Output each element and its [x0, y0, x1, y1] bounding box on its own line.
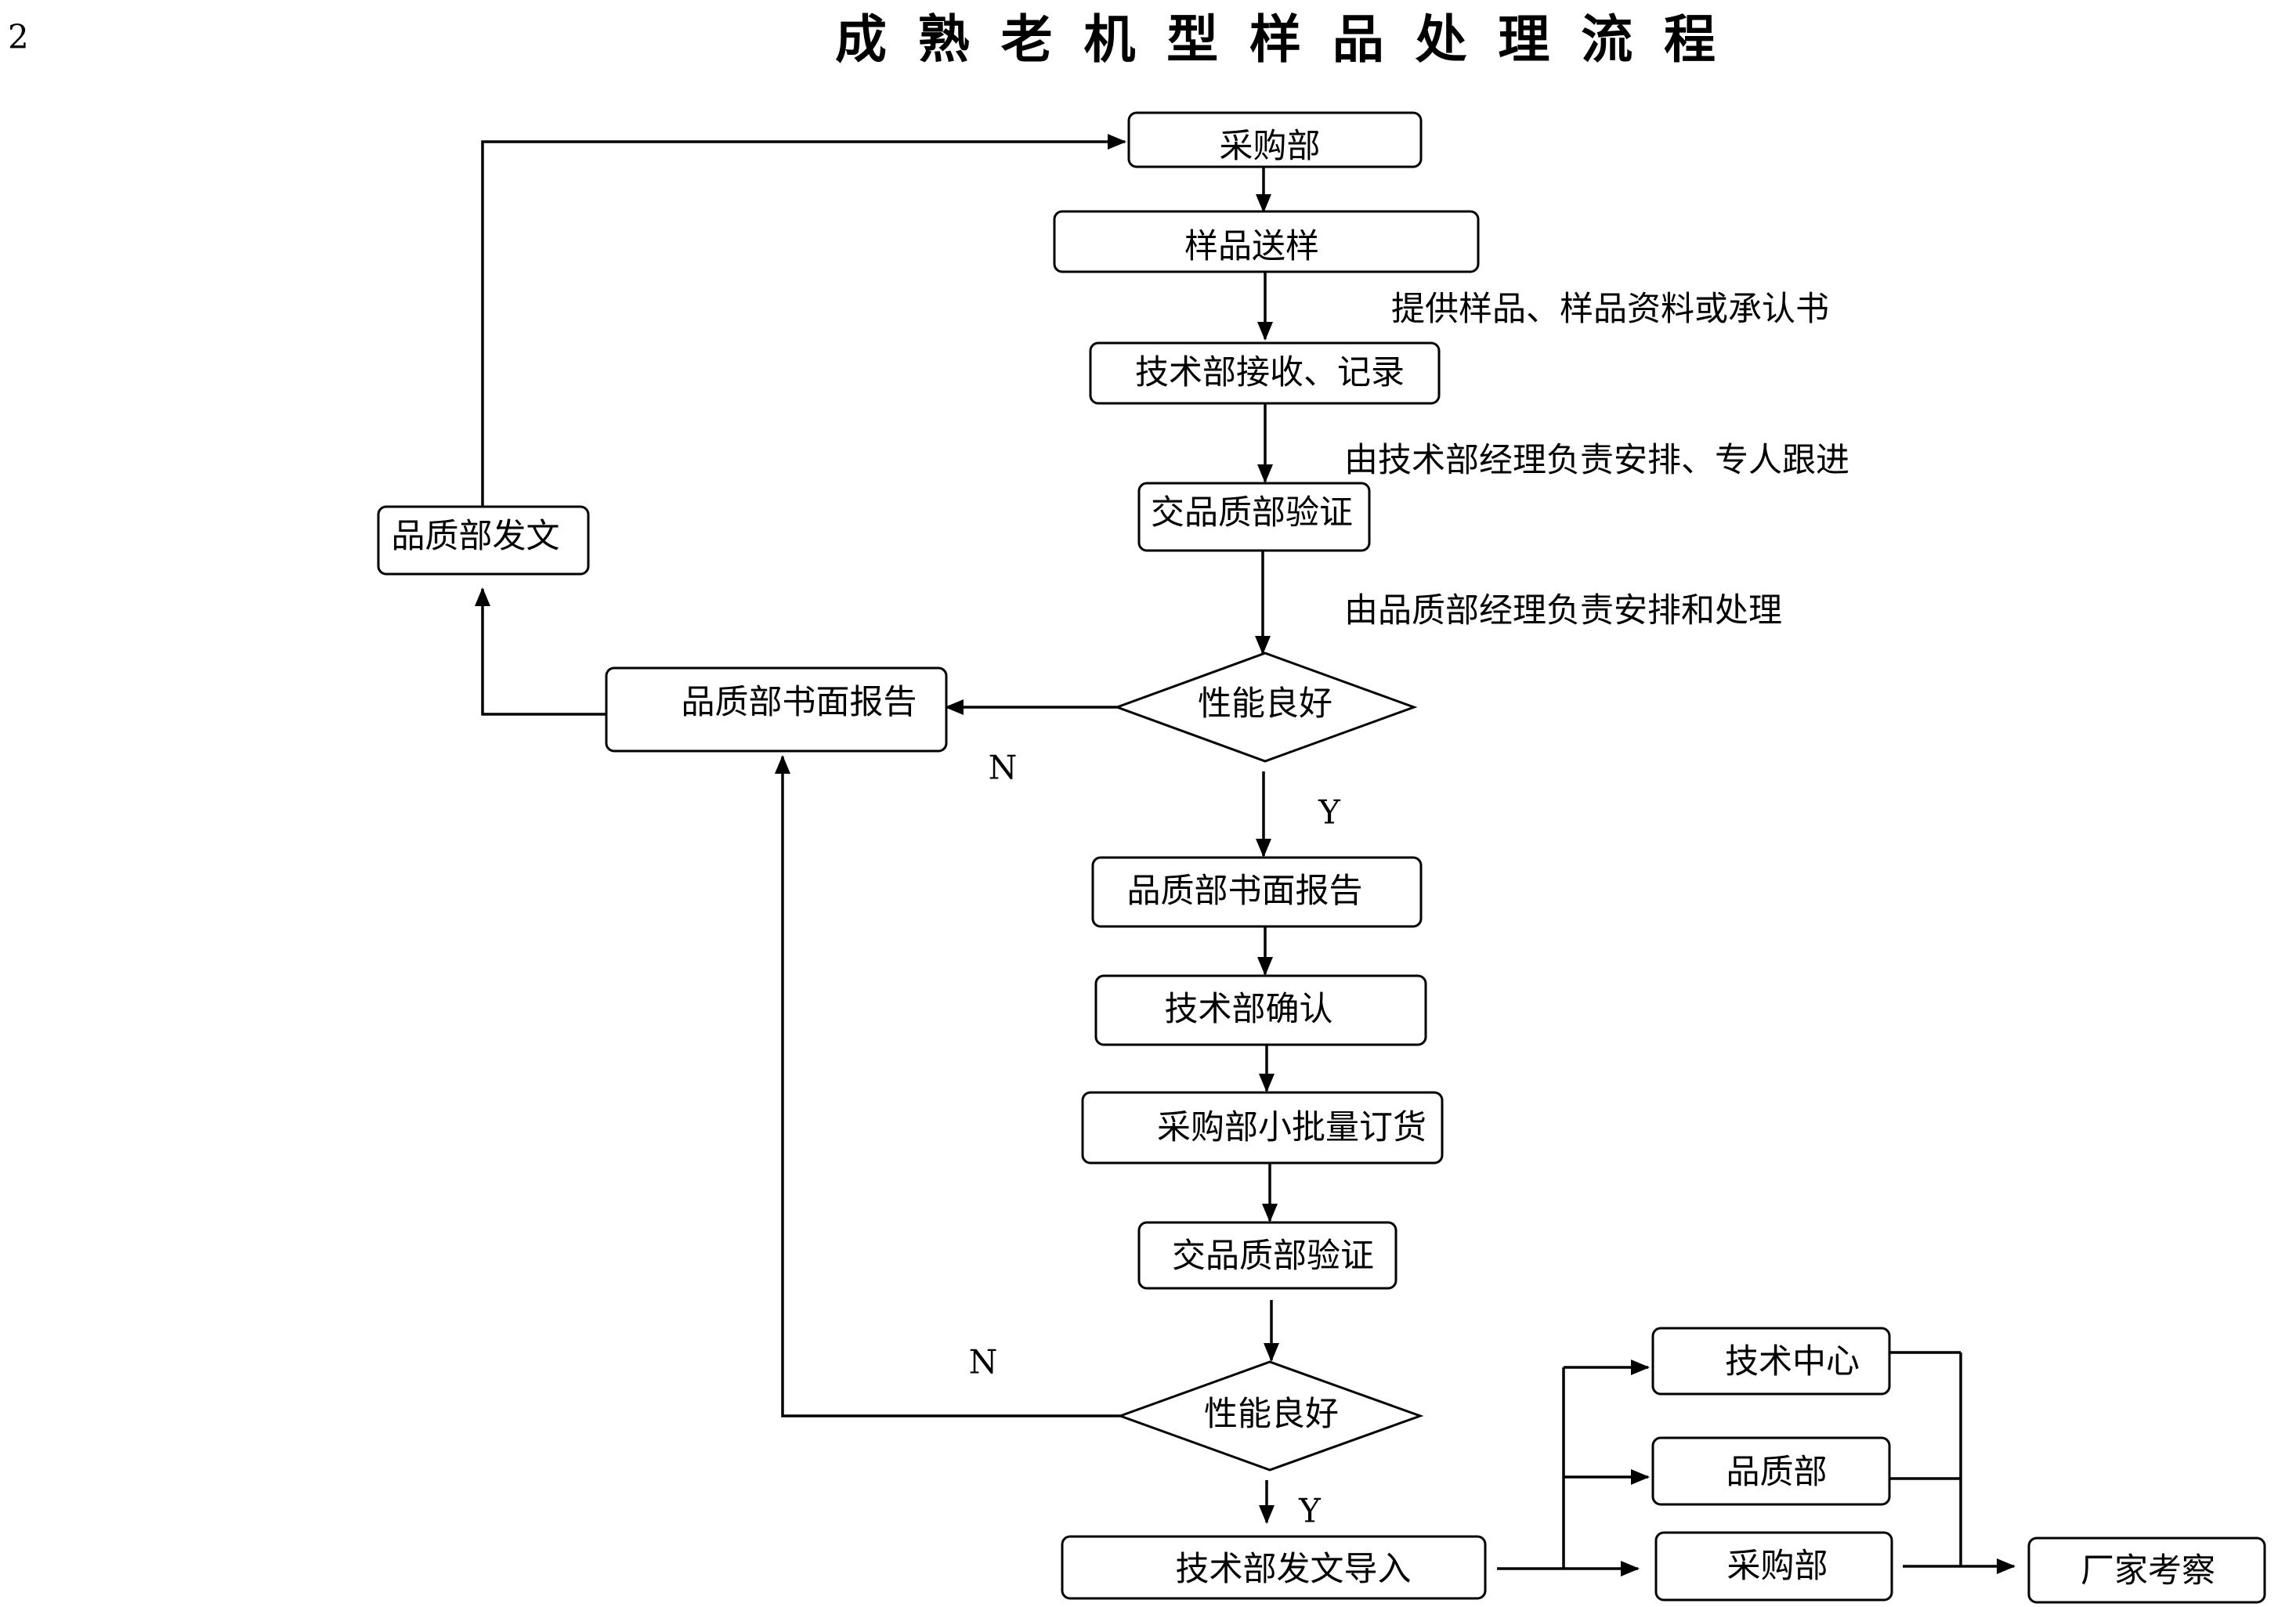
branch-label-check1-yes: Y — [1318, 793, 1341, 832]
node-label: 技术部接收、记录 — [1135, 353, 1405, 392]
node-box — [605, 666, 948, 753]
node-qa-verify-1: 交品质部验证 — [1137, 482, 1371, 552]
node-box — [2027, 1537, 2266, 1604]
decision-label: 性能良好 — [1198, 684, 1332, 724]
node-purchasing-small-batch: 采购部小批量订货 — [1081, 1091, 1444, 1165]
edge-qa-issue-to-purchasing — [481, 134, 1126, 507]
node-label: 技术部确认 — [1165, 990, 1333, 1029]
node-qa-written-report-center: 品质部书面报告 — [1091, 856, 1423, 928]
node-box — [1081, 1091, 1444, 1165]
edge-check2-no-to-report-left — [775, 755, 1120, 1417]
branch-label-check2-yes: Y — [1298, 1492, 1322, 1530]
node-qa-dept: 品质部 — [1651, 1436, 1891, 1506]
node-box — [1094, 974, 1427, 1046]
node-label: 交品质部验证 — [1151, 493, 1353, 533]
annotation-qa-manager-arrange: 由品质部经理负责安排和处理 — [1344, 591, 1782, 630]
node-label: 品质部书面报告 — [1127, 872, 1363, 911]
node-label: 技术部发文导入 — [1176, 1550, 1412, 1589]
annotation-provide-samples: 提供样品、样品资料或承认书 — [1391, 290, 1829, 329]
node-label: 品质部 — [1727, 1453, 1828, 1492]
decision-performance-check-2: 性能良好 — [1116, 1360, 1424, 1472]
node-tech-confirm: 技术部确认 — [1094, 974, 1427, 1046]
node-label: 厂家考察 — [2081, 1551, 2215, 1591]
node-box — [1127, 111, 1423, 168]
node-label: 采购部 — [1727, 1547, 1828, 1586]
node-box — [1091, 856, 1423, 928]
decision-diamond — [1116, 1360, 1424, 1472]
node-sample-delivery: 样品送样 — [1053, 210, 1480, 273]
node-label: 交品质部验证 — [1172, 1237, 1374, 1276]
page-title: 成 熟 老 机 型 样 品 处 理 流 程 — [835, 9, 1716, 70]
node-box — [1654, 1531, 1893, 1602]
node-tech-issue-import: 技术部发文导入 — [1061, 1535, 1487, 1600]
node-purchasing-right: 采购部 — [1654, 1531, 1893, 1602]
node-purchasing-top: 采购部 — [1127, 111, 1423, 168]
node-label: 技术中心 — [1725, 1342, 1860, 1381]
node-qa-verify-2: 交品质部验证 — [1137, 1221, 1397, 1290]
node-label: 品质部发文 — [392, 517, 560, 556]
node-box — [1053, 210, 1480, 273]
node-box — [1061, 1535, 1487, 1600]
node-label: 采购部 — [1220, 127, 1321, 166]
node-tech-receive-record: 技术部接收、记录 — [1089, 341, 1441, 405]
node-label: 采购部小批量订货 — [1157, 1108, 1426, 1147]
node-box — [1137, 1221, 1397, 1290]
page-number: 2 — [8, 18, 29, 56]
node-box — [377, 505, 590, 576]
node-box — [1651, 1436, 1891, 1506]
branch-label-check1-no: N — [989, 749, 1018, 787]
node-tech-center: 技术中心 — [1651, 1327, 1891, 1396]
edge-report-left-to-qa-issue — [475, 587, 606, 716]
node-label: 样品送样 — [1184, 227, 1319, 266]
decision-label: 性能良好 — [1204, 1395, 1339, 1434]
node-box — [1651, 1327, 1891, 1396]
decision-performance-check-1: 性能良好 — [1113, 652, 1418, 763]
node-qa-issue-doc: 品质部发文 — [377, 505, 590, 576]
node-box — [1089, 341, 1441, 405]
annotation-tech-manager-arrange: 由技术部经理负责安排、专人跟进 — [1344, 441, 1849, 480]
node-label: 品质部书面报告 — [682, 683, 917, 722]
node-box — [1137, 482, 1371, 552]
node-qa-written-report-left: 品质部书面报告 — [605, 666, 948, 753]
decision-diamond — [1113, 652, 1418, 763]
node-vendor-audit: 厂家考察 — [2027, 1537, 2266, 1604]
branch-label-check2-no: N — [969, 1343, 998, 1381]
